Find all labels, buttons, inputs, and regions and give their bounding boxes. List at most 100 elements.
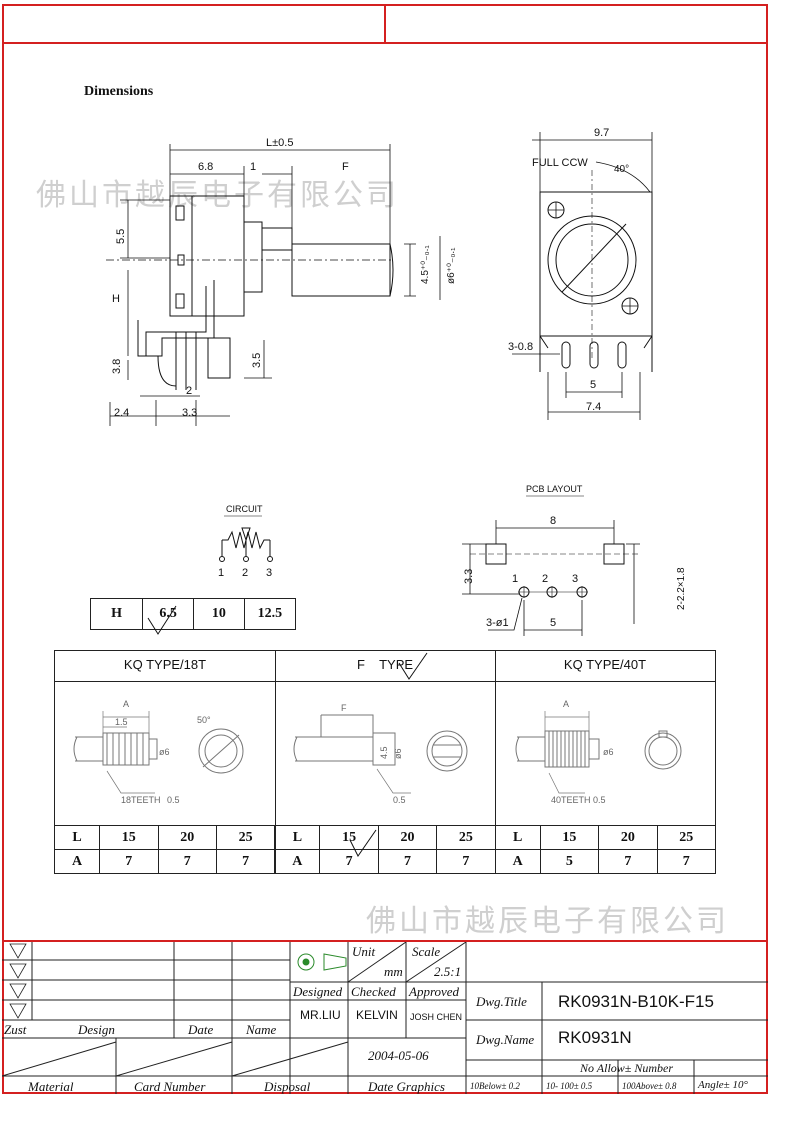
tolerance-3: 100Above± 0.8 [622,1081,677,1091]
l-value: 20 [598,825,658,850]
h-table-cell: 10 [193,598,245,630]
design-label: Design [78,1022,115,1037]
pcb-pads: 2-2.2×1.8 [676,567,687,610]
pcb-label-3-3: 3.3 [463,569,475,584]
kq40-note-d6: ø6 [603,747,614,757]
label-6-8: 6.8 [198,161,213,173]
kq40-note-0-5: 0.5 [593,795,606,805]
pcb-title: PCB LAYOUT [526,484,583,494]
checkmark-icon [147,605,177,635]
kq40-note-teeth: 40TEETH [551,795,591,805]
l-label: L [53,825,101,850]
dwg-title: RK0931N-B10K-F15 [558,992,714,1011]
scale-value: 2.5:1 [434,964,462,979]
watermark-bottom: 佛山市越辰电子有限公司 [366,904,729,939]
pcb-holes: 3-ø1 [486,617,509,629]
type-title-kq40: KQ TYPE/40T [563,657,647,672]
label-length: L±0.5 [266,137,293,149]
label-3-5: 3.5 [251,353,263,368]
circuit-pin-1: 1 [218,567,224,579]
kq40-note-a: A [563,699,569,709]
label-h: H [112,293,120,305]
checked-label: Checked [351,984,396,999]
label-3-3: 3.3 [182,407,197,419]
unit-value: mm [384,964,403,979]
a-label: A [274,849,321,874]
pcb-pin-2: 2 [542,573,548,585]
a-value: 7 [319,849,379,874]
scale-label: Scale [412,944,441,959]
l-value: 15 [539,825,600,850]
type-title-f: F TYPE [356,657,414,672]
circuit-pin-2: 2 [242,567,248,579]
pcb-pin-1: 1 [512,573,518,585]
disposal-label: Disposal [264,1079,311,1094]
label-7-4: 7.4 [586,401,601,413]
f-note-4-5: 4.5 [379,746,389,759]
checkmark-icon [398,652,428,680]
zust-label: Zust [4,1022,27,1037]
tolerance-title: No Allow± Number [580,1061,674,1075]
date-label: Date [188,1022,214,1037]
label-5-5: 5.5 [115,229,127,244]
h-table-cell: 6.5 [142,598,195,630]
f-note-0-5: 0.5 [393,795,406,805]
label-full-ccw: FULL CCW [532,157,588,169]
designer-name: MR.LIU [300,1008,341,1022]
card-number-label: Card Number [134,1079,206,1094]
title-block: Unit mm Scale 2.5:1 Designed Checked App… [2,940,768,1094]
label-pins: 3-0.8 [508,341,533,353]
date-graphics-label: Date Graphics [368,1079,445,1094]
a-value: 7 [598,849,658,874]
kq18-note-angle: 50° [197,715,211,725]
a-label: A [53,849,101,874]
pcb-label-5: 5 [550,617,556,629]
name-label: Name [246,1022,277,1037]
title-block-grid [2,942,768,1094]
dwg-title-label: Dwg.Title [476,994,527,1009]
a-value: 7 [377,849,438,874]
date-value: 2004-05-06 [368,1048,429,1063]
approver-name: JOSH CHEN [410,1012,463,1022]
kq18-note-0-5: 0.5 [167,795,180,805]
l-label: L [494,825,541,850]
knob-sketches: A 1.5 50° ø6 18TEETH 0.5 F 4.5 ø6 0.5 A … [73,699,682,805]
label-40-deg: 40° [614,164,629,175]
type-title-kq18: KQ TYPE/18T [123,657,207,672]
checkmark-icon [349,829,377,857]
f-note-d6: ø6 [393,748,403,759]
pcb-label-8: 8 [550,515,556,527]
l-value: 20 [377,825,438,850]
dwg-name: RK0931N [558,1028,632,1047]
unit-label: Unit [352,944,376,959]
la-table: L 15 20 25 L 15 20 25 L 15 20 25 A 7 7 7… [53,825,717,874]
h-table-cell: 12.5 [243,598,297,630]
l-value: 25 [436,825,496,850]
a-label: A [494,849,541,874]
kq18-note-teeth: 18TEETH [121,795,161,805]
l-value: 25 [215,825,276,850]
section-title: Dimensions [84,84,154,99]
label-2-4: 2.4 [114,407,129,419]
label-2: 2 [186,385,192,397]
pcb-pin-3: 3 [572,573,578,585]
tolerance-2: 10- 100± 0.5 [546,1081,593,1091]
f-note-f: F [341,703,347,713]
approved-label: Approved [409,984,460,999]
label-shaft-4-5: 4.5⁺⁰₋₀.₁ [420,245,431,284]
checker-name: KELVIN [356,1008,398,1022]
label-3-8: 3.8 [111,359,123,374]
top-bar-divider [384,4,386,44]
a-value: 7 [656,849,717,874]
a-value: 7 [99,849,159,874]
dwg-name-label: Dwg.Name [476,1032,535,1047]
material-label: Material [28,1079,74,1094]
tolerance-1: 10Below± 0.2 [470,1081,520,1091]
tolerance-4: Angle± 10° [698,1079,748,1091]
label-shaft-6: ø6⁺⁰₋₀.₁ [446,247,457,284]
a-value: 7 [215,849,276,874]
l-label: L [274,825,321,850]
label-1: 1 [250,161,256,173]
label-5: 5 [590,379,596,391]
circuit-pin-3: 3 [266,567,272,579]
